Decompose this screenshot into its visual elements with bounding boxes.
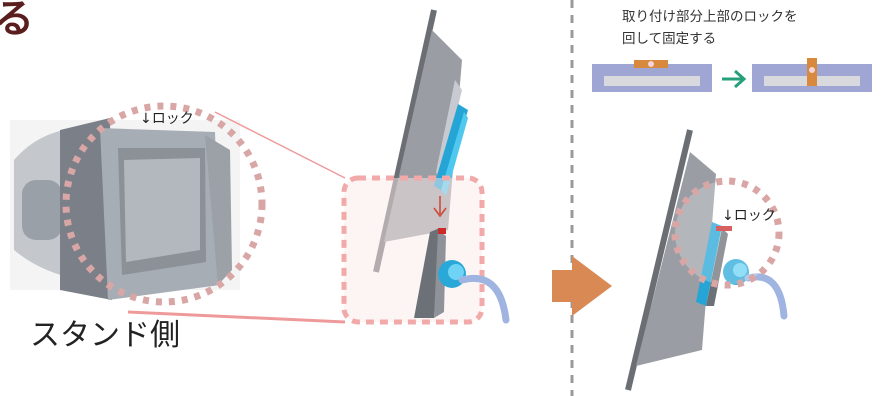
lock-label: ↓ロック [140, 111, 194, 127]
instruction-line-2: 回して固定する [622, 31, 717, 47]
stand-bracket-left [414, 228, 510, 324]
callout-line-bottom [127, 310, 346, 324]
zoom-highlight-circle [62, 102, 266, 306]
heading-fragment: る [0, 0, 34, 42]
lock-after-diagram [752, 58, 872, 92]
lock-label: ↓ロック [722, 208, 776, 224]
callout-line-top [214, 111, 346, 179]
stand-side-label: スタンド側 [30, 318, 180, 353]
zoom-highlight-box [341, 175, 485, 325]
right-arrow-icon [552, 256, 612, 316]
instruction-line-1: 取り付け部分上部のロックを [622, 9, 798, 25]
right-arrow-icon [722, 69, 747, 89]
instruction-text: 取り付け部分上部のロックを 回して固定する [622, 6, 798, 50]
down-arrow-icon [433, 196, 447, 218]
stand-lock-photo [10, 118, 240, 300]
lock-before-diagram [592, 60, 712, 92]
lock-highlight-circle [671, 177, 783, 289]
monitor-side-view-right [625, 129, 788, 391]
